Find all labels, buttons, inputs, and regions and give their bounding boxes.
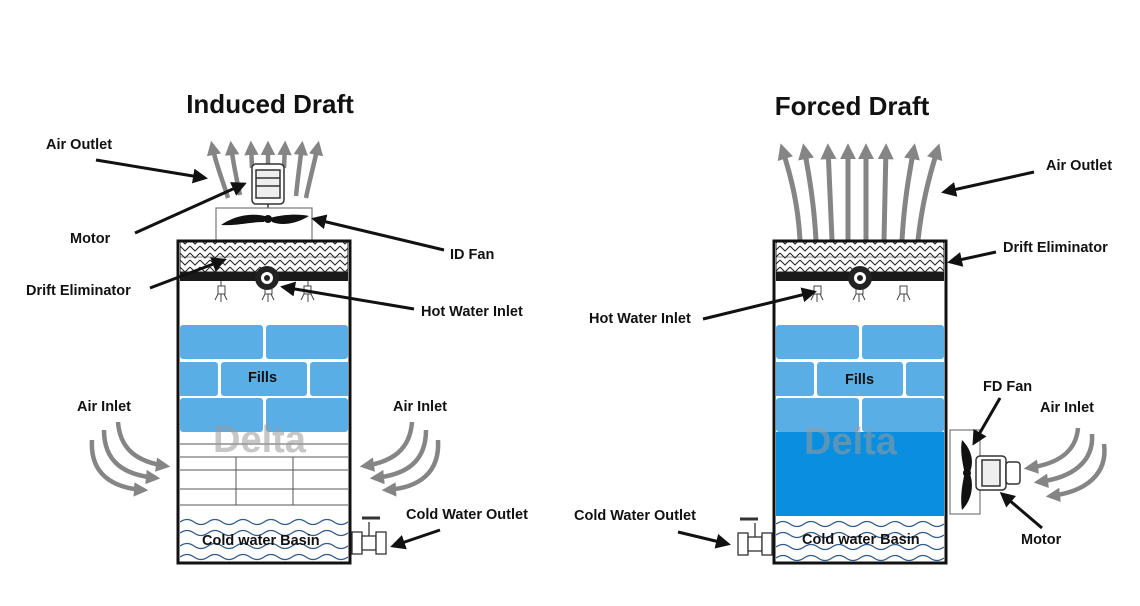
induced-air-inlet-left-arrows xyxy=(89,421,171,497)
forced-fd-fan-label: FD Fan xyxy=(983,379,1032,395)
forced-air-outlet-arrows xyxy=(777,143,943,241)
forced-fills-label: Fills xyxy=(845,372,874,388)
induced-draft-title: Induced Draft xyxy=(186,89,354,119)
induced-id-fan-label: ID Fan xyxy=(450,247,494,263)
forced-water-section xyxy=(776,432,944,516)
forced-draft-title: Forced Draft xyxy=(775,91,930,121)
forced-fd-fan-icon xyxy=(961,440,972,510)
forced-air-inlet-label: Air Inlet xyxy=(1040,400,1094,416)
forced-basin-label: Cold water Basin xyxy=(802,532,920,548)
forced-inlet-valve-icon xyxy=(848,266,872,290)
forced-cold-water-valve-icon xyxy=(737,517,773,556)
forced-draft-tower: Forced Draft xyxy=(574,91,1112,565)
induced-draft-tower: Induced Draft xyxy=(26,89,528,565)
induced-cold-water-outlet-label: Cold Water Outlet xyxy=(406,507,528,523)
induced-motor-icon xyxy=(251,163,285,214)
induced-drift-eliminator-label: Drift Eliminator xyxy=(26,283,131,299)
induced-tower-shell xyxy=(176,239,352,565)
induced-air-inlet-left-label: Air Inlet xyxy=(77,399,131,415)
forced-drift-eliminator-label: Drift Eliminator xyxy=(1003,240,1108,256)
forced-watermark: Delta xyxy=(804,421,898,463)
induced-fills xyxy=(180,325,348,432)
forced-motor-icon xyxy=(975,455,1021,491)
forced-fills xyxy=(776,325,944,432)
induced-louver-grid xyxy=(180,443,348,506)
induced-id-fan-icon xyxy=(221,214,309,226)
induced-hot-water-inlet-label: Hot Water Inlet xyxy=(421,304,523,320)
induced-cold-water-valve-icon xyxy=(351,516,387,555)
forced-spray-nozzles xyxy=(810,285,911,302)
induced-motor-label: Motor xyxy=(70,231,111,247)
forced-basin-water xyxy=(776,520,944,562)
induced-air-inlet-right-arrows xyxy=(359,421,441,497)
induced-air-outlet-label: Air Outlet xyxy=(46,137,112,153)
induced-basin-label: Cold water Basin xyxy=(202,533,320,549)
induced-inlet-valve-icon xyxy=(255,266,279,290)
forced-motor-label: Motor xyxy=(1021,532,1062,548)
forced-air-outlet-label: Air Outlet xyxy=(1046,158,1112,174)
induced-basin-water xyxy=(180,518,348,561)
forced-tower-shell xyxy=(772,239,948,565)
forced-hot-water-inlet-label: Hot Water Inlet xyxy=(589,311,691,327)
induced-air-inlet-right-label: Air Inlet xyxy=(393,399,447,415)
induced-fills-label: Fills xyxy=(248,370,277,386)
forced-cold-water-outlet-label: Cold Water Outlet xyxy=(574,508,696,524)
forced-air-inlet-arrows xyxy=(1023,427,1107,503)
induced-watermark: Delta xyxy=(213,419,307,461)
